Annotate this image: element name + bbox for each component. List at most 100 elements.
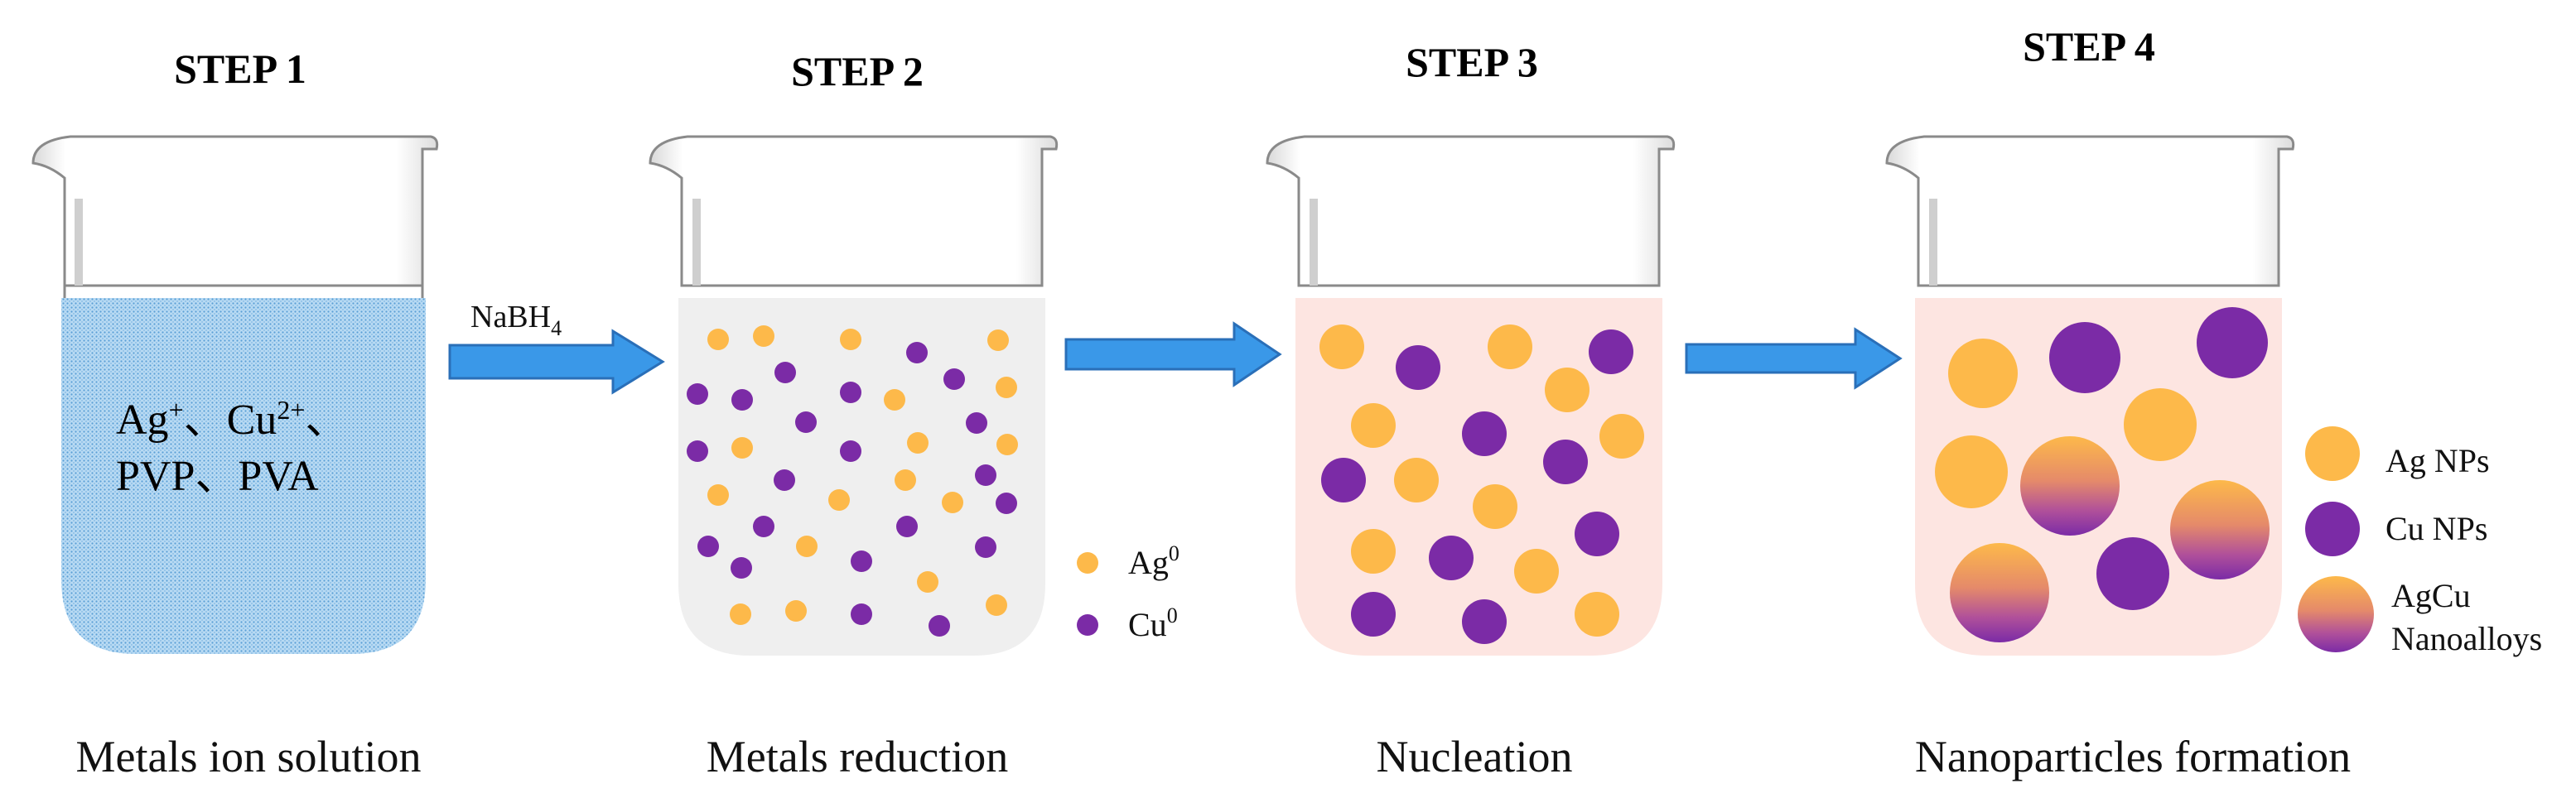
ag-particle [1351,529,1396,574]
cu-particle [2049,322,2120,393]
legend-cu-nps-label: Cu NPs [2385,510,2487,547]
cu-particle [1462,599,1507,644]
beaker-icon [31,135,439,654]
caption-step2: Metals reduction [707,732,1008,781]
caption-step1: Metals ion solution [76,732,422,781]
cu-particle [1396,345,1440,390]
ag-particle [1948,339,2018,408]
cu-particle [687,440,708,462]
cu-particle [840,440,861,462]
ag-particle [1473,484,1517,529]
ag-particle [1514,549,1559,594]
right-arrow-icon [448,329,665,395]
ag-particle [1394,458,1439,502]
ag-particle [987,329,1009,351]
beaker-icon [1266,135,1676,656]
cu-particle [1321,458,1366,502]
caption-step4: Nanoparticles formation [1915,732,2351,781]
cu-particle [840,382,861,403]
ag-particle [785,600,807,622]
ag-particle [1575,592,1619,637]
legend-ag0-marker [1077,552,1098,574]
right-arrow-icon [1064,321,1282,387]
ag-particle [1935,435,2008,508]
cu-particle [774,362,796,383]
legend-cu0-marker [1077,614,1098,636]
step-title-2: STEP 2 [791,48,924,94]
legend-cu-nps-marker [2305,502,2360,556]
legend-alloy-marker [2298,576,2374,652]
particles-step4 [1935,307,2270,642]
cu-particle [975,536,996,558]
ag-particle [753,325,774,347]
legend-alloy-label-2: Nanoalloys [2391,620,2542,657]
ag-particle [840,329,861,350]
cu-particle [795,411,817,433]
agcu-nanoalloy-particle [1950,543,2049,642]
step-title-4: STEP 4 [2023,23,2155,70]
cu-particle [851,550,872,572]
legend-cu0-label: Cu0 [1128,603,1178,643]
cu-particle [1462,411,1507,456]
ag-particle [907,432,929,454]
caption-step3: Nucleation [1377,732,1573,781]
cu-particle [975,464,996,486]
liquid-step1 [61,298,426,654]
particles-step2 [687,325,1018,637]
ag-particle [731,437,753,459]
ag-particle [707,484,729,506]
ag-particle [796,536,818,557]
ag-particle [707,329,729,350]
ag-particle [1488,324,1532,369]
ag-particle [884,389,905,411]
cu-particle [687,383,708,405]
legend-step4: Ag NPs Cu NPs AgCu Nanoalloys [2298,426,2542,657]
cu-particle [731,389,753,411]
ag-particle [996,377,1017,398]
cu-particle [2096,537,2169,610]
cu-particle [1429,536,1474,580]
ag-particle [730,603,751,625]
ag-particle [942,492,963,513]
right-arrow-icon [1685,327,1903,390]
ag-particle [996,434,1018,455]
cu-particle [697,536,719,557]
ag-particle [895,469,916,491]
cu-particle [896,516,918,537]
reagent-label: NaBH4 [470,300,562,340]
legend-ag0-label: Ag0 [1128,541,1179,581]
cu-particle [731,557,752,579]
cu-particle [1589,329,1633,374]
legend-ag-nps-marker [2305,426,2360,481]
cu-particle [851,603,872,625]
cu-particle [753,516,774,537]
ag-particle [1545,368,1589,412]
cu-particle [906,342,928,363]
legend-step2: Ag0 Cu0 [1077,541,1179,643]
ag-particle [917,571,938,593]
cu-particle [966,412,987,434]
step-title-3: STEP 3 [1406,39,1538,85]
cu-particle [1543,440,1588,484]
step-title-1: STEP 1 [174,46,306,92]
cu-particle [929,615,950,637]
ion-line-1: Ag+、Cu2+、 [116,395,348,444]
legend-ag-nps-label: Ag NPs [2385,442,2490,479]
cu-particle [774,469,795,491]
ag-particle [986,594,1007,616]
ag-particle [828,489,850,511]
legend-alloy-label: AgCu [2391,577,2471,614]
ion-line-2: PVP、PVA [116,453,319,500]
cu-particle [996,493,1017,514]
cu-particle [943,368,965,390]
cu-particle [2197,307,2268,378]
ag-particle [1351,403,1396,448]
cu-particle [1575,512,1619,556]
agcu-nanoalloy-particle [2170,480,2270,579]
particles-step3 [1319,324,1644,644]
ag-particle [2124,388,2197,461]
cu-particle [1351,592,1396,637]
agcu-nanoalloy-particle [2020,436,2120,536]
ag-particle [1319,324,1364,369]
